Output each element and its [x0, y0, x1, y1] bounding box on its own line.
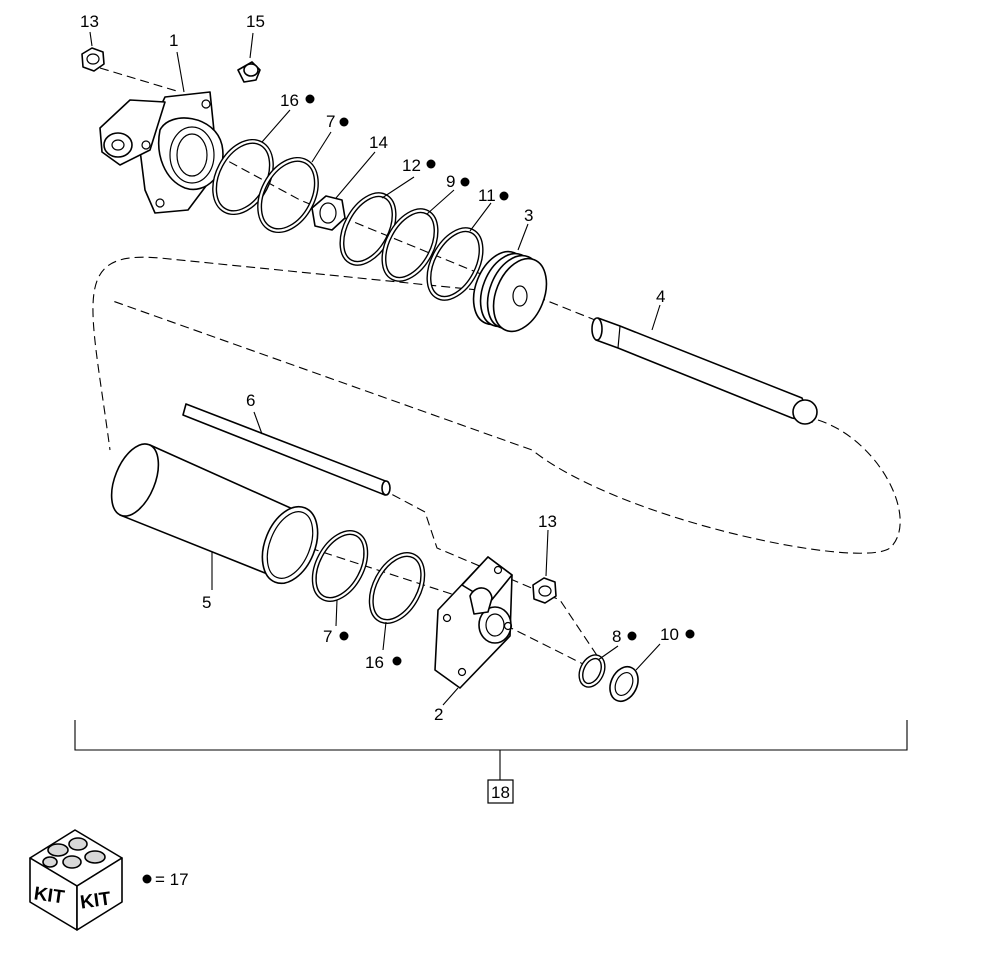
- callout-18: 18: [491, 783, 510, 802]
- seal-part-9: [381, 208, 439, 282]
- o-ring-part-16-lower: [368, 552, 426, 624]
- kit-box-icon: KIT KIT: [29, 829, 123, 931]
- callout-3: 3: [524, 206, 533, 225]
- callout-13-bottom: 13: [538, 512, 557, 531]
- callout-9: 9: [446, 172, 455, 191]
- kit-label-left: KIT: [33, 883, 67, 908]
- callout-13-top: 13: [80, 12, 99, 31]
- kit-dot-9: [460, 177, 470, 187]
- end-cap-part-1: [99, 91, 224, 214]
- kit-dot-10: [685, 629, 695, 639]
- callout-7-bottom: 7: [323, 627, 332, 646]
- kit-dot-12: [426, 159, 436, 169]
- kit-dot-16-bottom: [392, 656, 402, 666]
- callout-2: 2: [434, 705, 443, 724]
- kit-dot-11: [499, 191, 509, 201]
- assembly-axis-lines: [92, 67, 901, 666]
- piston-part-3: [472, 250, 548, 333]
- kit-dot-8: [627, 631, 637, 641]
- seal-part-8: [578, 654, 606, 688]
- callout-16-top: 16: [280, 91, 299, 110]
- piston-rod-part-4: [591, 317, 818, 425]
- washer-part-10: [609, 665, 639, 703]
- fitting-part-15: [237, 61, 261, 83]
- assembly-bracket: [74, 720, 908, 804]
- callout-15: 15: [246, 12, 265, 31]
- callout-7-top: 7: [326, 112, 335, 131]
- callout-14: 14: [369, 133, 388, 152]
- o-ring-part-7-lower: [311, 530, 369, 602]
- barrel-part-5: [110, 443, 319, 585]
- kit-label-right: KIT: [79, 888, 113, 913]
- callout-8: 8: [612, 627, 621, 646]
- kit-dot-7-top: [339, 117, 349, 127]
- end-cap-part-2: [434, 556, 513, 689]
- callout-5: 5: [202, 593, 211, 612]
- kit-dot-16-top: [305, 94, 315, 104]
- seal-part-11: [426, 227, 484, 301]
- nut-part-13-top: [81, 47, 105, 72]
- tie-rod-part-6: [182, 403, 391, 496]
- callout-1: 1: [169, 31, 178, 50]
- kit-dot-7-bottom: [339, 631, 349, 641]
- nut-part-14: [311, 195, 346, 231]
- callout-16-bottom: 16: [365, 653, 384, 672]
- callout-10: 10: [660, 625, 679, 644]
- kit-legend-text: = 17: [155, 870, 189, 889]
- kit-legend-dot: [142, 874, 152, 884]
- callout-4: 4: [656, 287, 665, 306]
- o-ring-part-7-upper: [257, 156, 319, 234]
- callout-6: 6: [246, 391, 255, 410]
- callout-12: 12: [402, 156, 421, 175]
- callout-11: 11: [478, 186, 496, 205]
- callout-leaders: [89, 31, 661, 706]
- callout-labels: 13 15 1 16 7 14 12 9 11 3 4 6 13 5 7 16 …: [80, 12, 695, 802]
- nut-part-13-bottom: [532, 577, 557, 604]
